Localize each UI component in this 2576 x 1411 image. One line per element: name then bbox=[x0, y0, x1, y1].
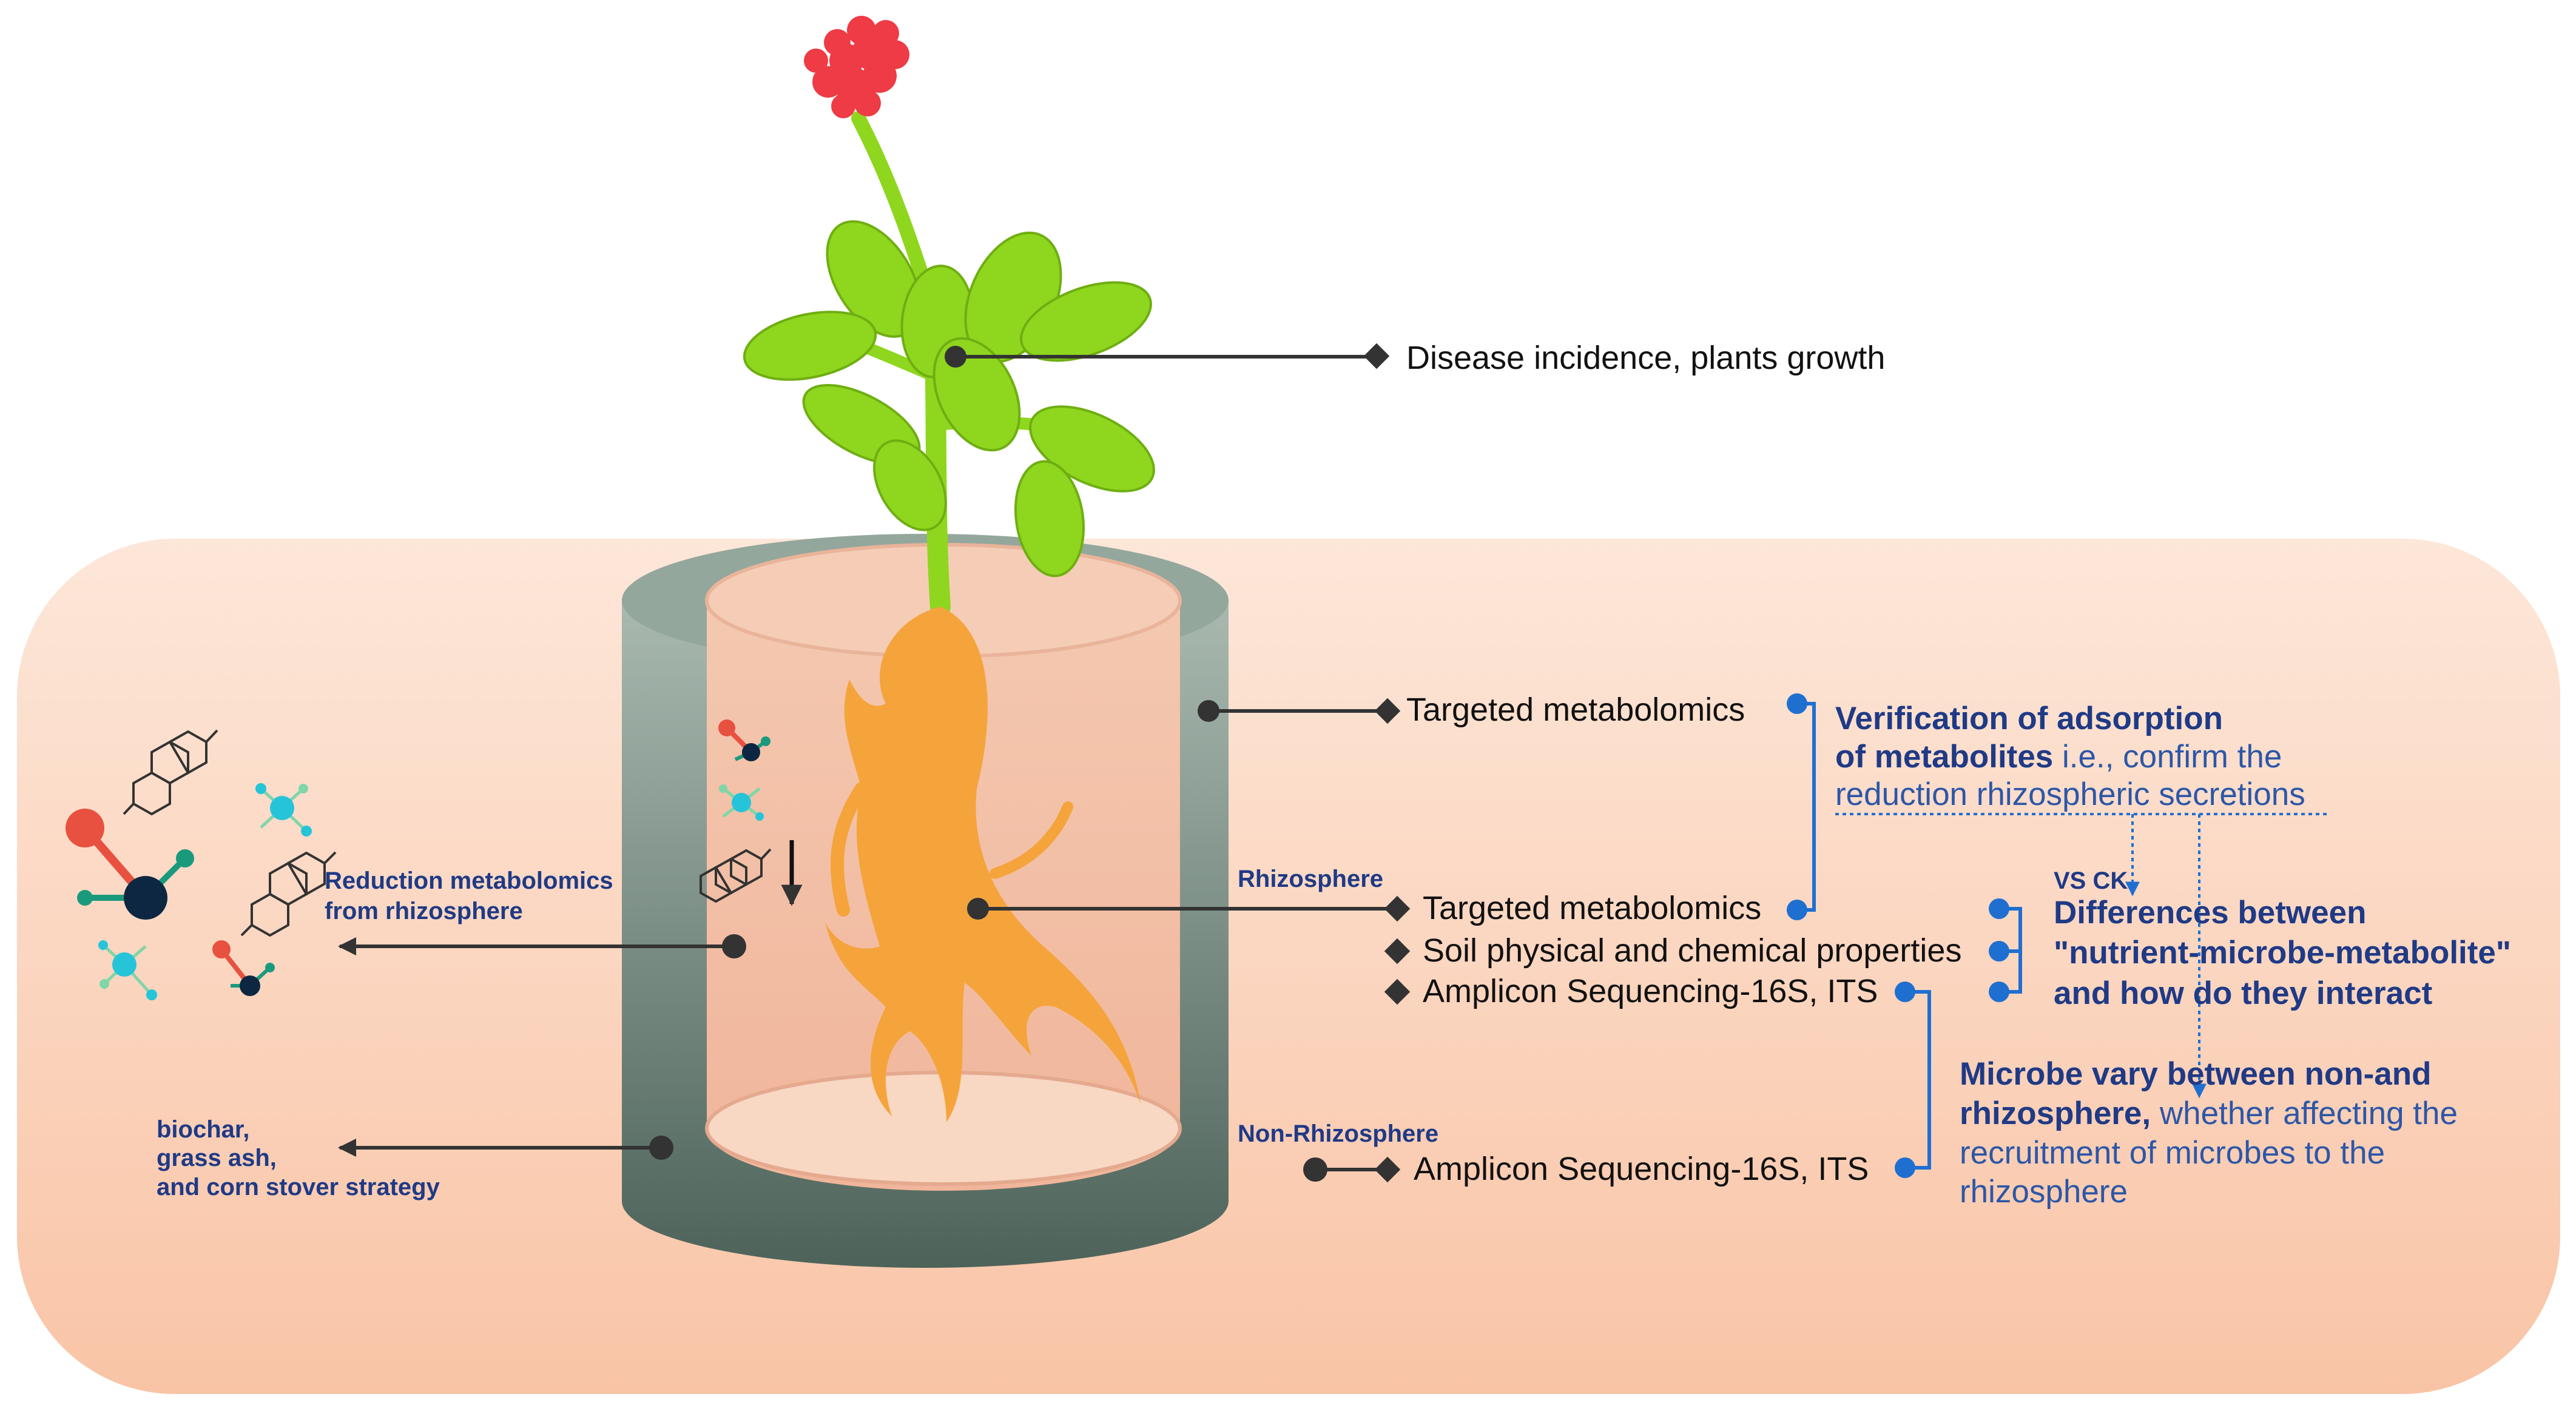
molecule-cyan-bottom-icon bbox=[98, 940, 157, 1000]
differences-line1: Differences between bbox=[2054, 895, 2366, 931]
molecule-ring-mid-icon bbox=[240, 851, 337, 937]
left-molecules bbox=[66, 729, 337, 1000]
molecule-red-small-icon bbox=[212, 940, 275, 996]
verification-line2: of metabolites i.e., confirm the bbox=[1835, 739, 2282, 775]
rhizo-targeted-label: Targeted metabolomics bbox=[1423, 890, 1761, 926]
reduction-label-line1: Reduction metabolomics bbox=[325, 867, 613, 894]
flower bbox=[804, 16, 909, 118]
rhizo-soil-label: Soil physical and chemical properties bbox=[1423, 932, 1961, 969]
microbe-line2-bold: rhizosphere, bbox=[1960, 1096, 2151, 1131]
reduction-label-line2: from rhizosphere bbox=[325, 898, 523, 924]
leaf-cluster bbox=[743, 220, 1155, 578]
ginseng-root bbox=[825, 607, 1141, 1122]
verification-line2-rest: i.e., confirm the bbox=[2053, 739, 2282, 775]
microbe-line2-rest: whether affecting the bbox=[2151, 1096, 2458, 1131]
verification-line2-bold: of metabolites bbox=[1835, 739, 2053, 775]
microbe-line1: Microbe vary between non-and bbox=[1960, 1056, 2431, 1092]
microbe-line2: rhizosphere, whether affecting the bbox=[1960, 1096, 2458, 1131]
strategy-label-line3: and corn stover strategy bbox=[157, 1174, 440, 1201]
plant bbox=[743, 16, 1155, 617]
rhizosphere-label: Rhizosphere bbox=[1238, 866, 1383, 892]
blue-connectors bbox=[1787, 693, 2327, 1178]
pot-molecule-red-icon bbox=[718, 719, 770, 761]
non-rhizosphere-label: Non-Rhizosphere bbox=[1238, 1120, 1438, 1147]
strategy-label-line2: grass ash, bbox=[157, 1145, 277, 1171]
rhizo-amplicon-label: Amplicon Sequencing-16S, ITS bbox=[1423, 973, 1878, 1009]
microbe-line3: recruitment of microbes to the bbox=[1960, 1135, 2385, 1171]
verification-line3: reduction rhizospheric secretions bbox=[1835, 776, 2305, 812]
differences-line2: "nutrient-microbe-metabolite" bbox=[2054, 935, 2511, 971]
pot-molecule-cyan-icon bbox=[719, 784, 764, 821]
molecule-large-icon bbox=[66, 809, 194, 920]
differences-line3: and how do they interact bbox=[2054, 975, 2432, 1011]
verification-line1: Verification of adsorption bbox=[1835, 701, 2223, 736]
microbe-line4: rhizosphere bbox=[1960, 1174, 2128, 1210]
molecule-ring-top-icon bbox=[123, 729, 218, 816]
dark-connectors bbox=[338, 343, 1411, 1183]
wall-targeted-label: Targeted metabolomics bbox=[1406, 692, 1745, 728]
molecule-cyan-top-icon bbox=[255, 783, 312, 837]
vs-ck-label: VS CK bbox=[2054, 867, 2128, 894]
pot-molecule-ring-icon bbox=[700, 848, 772, 903]
strategy-label-line1: biochar, bbox=[157, 1116, 249, 1143]
plant-growth-label: Disease incidence, plants growth bbox=[1406, 340, 1885, 376]
nonrhizo-amplicon-label: Amplicon Sequencing-16S, ITS bbox=[1414, 1151, 1869, 1187]
pot-molecules bbox=[700, 719, 803, 906]
